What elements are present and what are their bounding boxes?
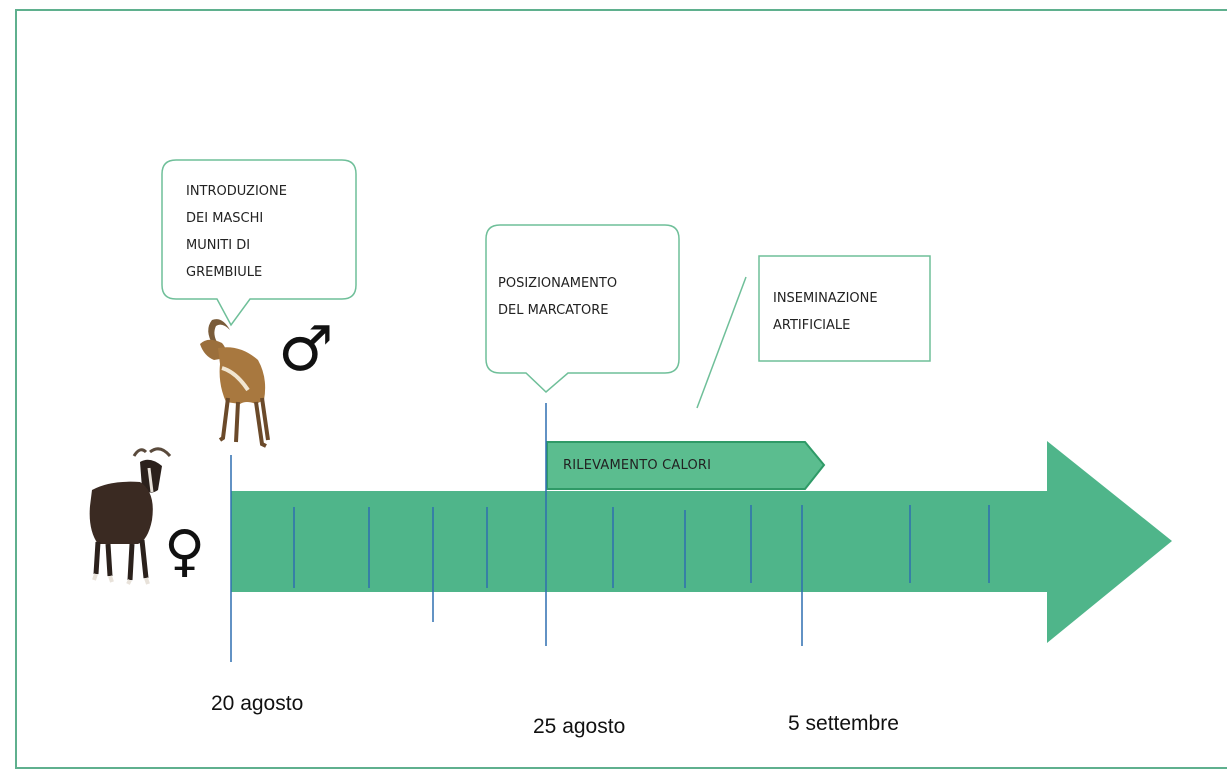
date-start-label: 20 agosto — [211, 692, 304, 715]
insemination-callout-text: INSEMINAZIONE ARTIFICIALE — [773, 291, 878, 333]
intro-callout-text: INTRODUZIONE DEI MASCHI MUNITI DI GREMBI… — [186, 184, 287, 280]
marker-callout-text: POSIZIONAMENTO DEL MARCATORE — [498, 276, 618, 318]
heat-detection-bar — [546, 441, 826, 490]
ibex-icon — [200, 319, 270, 448]
insemination-callout-box — [758, 255, 931, 362]
insemination-leader-line — [696, 276, 747, 409]
marker-callout-bubble — [485, 224, 680, 394]
female-symbol: ♀ — [164, 519, 206, 584]
timeline-ticks — [230, 403, 990, 662]
goat-icon — [89, 447, 172, 585]
heat-detection-label: RILEVAMENTO CALORI — [563, 458, 712, 473]
date-insemination-label: 5 settembre — [788, 712, 899, 735]
intro-callout-bubble — [161, 159, 357, 327]
male-symbol: ♂ — [278, 312, 334, 385]
timeline-arrow — [231, 441, 1172, 643]
date-marker-label: 25 agosto — [533, 715, 626, 738]
